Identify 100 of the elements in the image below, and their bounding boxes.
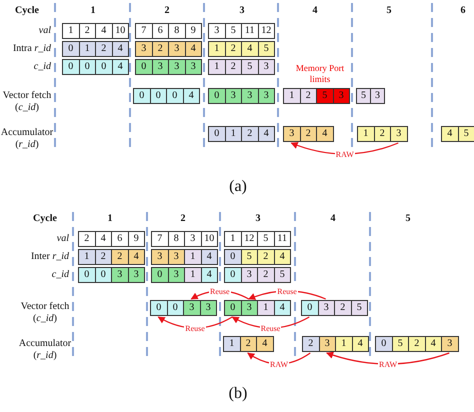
row-label: 4 — [330, 213, 336, 225]
value-cell: 4 — [274, 300, 291, 316]
value-cell: 0 — [62, 41, 80, 57]
value-cell: 9 — [184, 23, 202, 39]
value-cell: 1 — [335, 336, 352, 352]
row-label: 2 — [180, 213, 186, 225]
value-cell: 2 — [257, 249, 274, 265]
value-cell: 7 — [135, 23, 152, 39]
value-cell: 2 — [95, 41, 112, 57]
curved-arrow — [326, 352, 450, 365]
value-cell: 4 — [352, 336, 369, 352]
value-cell: 3 — [128, 267, 145, 283]
value-cell: 2 — [334, 300, 352, 316]
value-cell: 3 — [370, 88, 385, 104]
value-cell: 0 — [224, 267, 242, 283]
value-cell: 3 — [241, 88, 258, 104]
value-cell: 3 — [283, 126, 300, 142]
value-cell: 4 — [184, 41, 202, 57]
value-cell: 3 — [258, 88, 275, 104]
value-cell: 2 — [302, 336, 320, 352]
value-cell: 2 — [78, 231, 96, 247]
row-label: Vector fetch (c_id) — [2, 90, 52, 114]
value-cell: 5 — [274, 267, 291, 283]
value-cell: 0 — [151, 267, 168, 283]
value-cell: 1 — [184, 249, 202, 265]
row-label: Intra r_id — [12, 43, 51, 55]
value-cell: 4 — [274, 249, 291, 265]
row-label: Accumulator (r_id) — [18, 338, 72, 362]
row-label: val — [38, 25, 51, 37]
value-cell: 3 — [168, 41, 186, 57]
value-cell: 4 — [95, 23, 112, 39]
value-cell: 0 — [78, 267, 96, 283]
row-label: 5 — [386, 5, 392, 17]
edge-label: RAW — [378, 360, 398, 368]
row-label: 6 — [460, 5, 466, 17]
value-cell: 3 — [332, 88, 350, 104]
value-cell: 4 — [316, 126, 334, 142]
edge-label: Reuse — [260, 324, 282, 332]
value-cell: 0 — [135, 59, 152, 75]
value-cell: 3 — [258, 59, 275, 75]
value-cell: 1 — [357, 126, 374, 142]
value-cell: 3 — [168, 59, 186, 75]
row-label: 5 — [404, 213, 412, 225]
value-cell: 11 — [274, 231, 291, 247]
value-cell: 4 — [441, 126, 458, 142]
edge-label: Reuse — [276, 286, 298, 296]
value-cell: 6 — [111, 231, 128, 247]
value-cell: 4 — [200, 249, 218, 265]
value-cell: 9 — [128, 231, 145, 247]
value-cell: 5 — [257, 231, 274, 247]
value-cell: 0 — [166, 88, 184, 104]
value-cell: 4 — [112, 59, 129, 75]
row-label: 2 — [164, 5, 170, 17]
value-cell: 1 — [208, 41, 226, 57]
value-cell: 5 — [241, 59, 258, 75]
row-label: 3 — [238, 5, 246, 17]
row-label: 1 — [106, 213, 114, 225]
row-label: Vector fetch (c_id) — [20, 301, 70, 325]
value-cell: 10 — [200, 231, 218, 247]
edge-label: Reuse — [209, 286, 231, 296]
value-cell: 2 — [408, 336, 426, 352]
value-cell: 0 — [208, 88, 226, 104]
value-cell: 3 — [135, 41, 152, 57]
row-label: 3 — [254, 213, 262, 225]
value-cell: 5 — [258, 41, 275, 57]
value-cell: 3 — [151, 249, 168, 265]
value-cell: 1 — [283, 88, 300, 104]
value-cell: 1 — [223, 336, 240, 352]
row-label: val — [56, 233, 69, 245]
edge-label: Reuse — [184, 324, 206, 332]
value-cell: 2 — [257, 267, 274, 283]
row-label: c_id — [50, 269, 69, 281]
row-label: 1 — [90, 5, 96, 17]
value-cell: 0 — [224, 249, 242, 265]
value-cell: 5 — [350, 300, 368, 316]
row-label: Inter r_id — [30, 251, 69, 263]
value-cell: 0 — [133, 88, 150, 104]
row-label: Cycle — [14, 5, 40, 17]
edge-label: RAW — [334, 150, 355, 158]
value-cell: 7 — [151, 231, 168, 247]
row-label: Accumulator (r_id) — [0, 127, 54, 151]
value-cell: 12 — [258, 23, 275, 39]
value-cell: 4 — [256, 336, 274, 352]
value-cell: 4 — [128, 249, 145, 265]
value-cell: 10 — [112, 23, 129, 39]
panel-caption: (a) — [228, 178, 248, 196]
value-cell: 0 — [375, 336, 392, 352]
edge-label: RAW — [269, 360, 290, 368]
value-cell: 2 — [111, 249, 128, 265]
value-cell: 2 — [241, 126, 258, 142]
value-cell: 3 — [390, 126, 408, 142]
value-cell: 4 — [200, 267, 218, 283]
value-cell: 0 — [224, 300, 242, 316]
panel-caption: (b) — [228, 385, 248, 403]
value-cell: 1 — [184, 267, 202, 283]
value-cell: 11 — [241, 23, 258, 39]
value-cell: 0 — [62, 59, 80, 75]
value-cell: 1 — [62, 23, 80, 39]
value-cell: 4 — [182, 88, 200, 104]
value-cell: 3 — [200, 300, 217, 316]
